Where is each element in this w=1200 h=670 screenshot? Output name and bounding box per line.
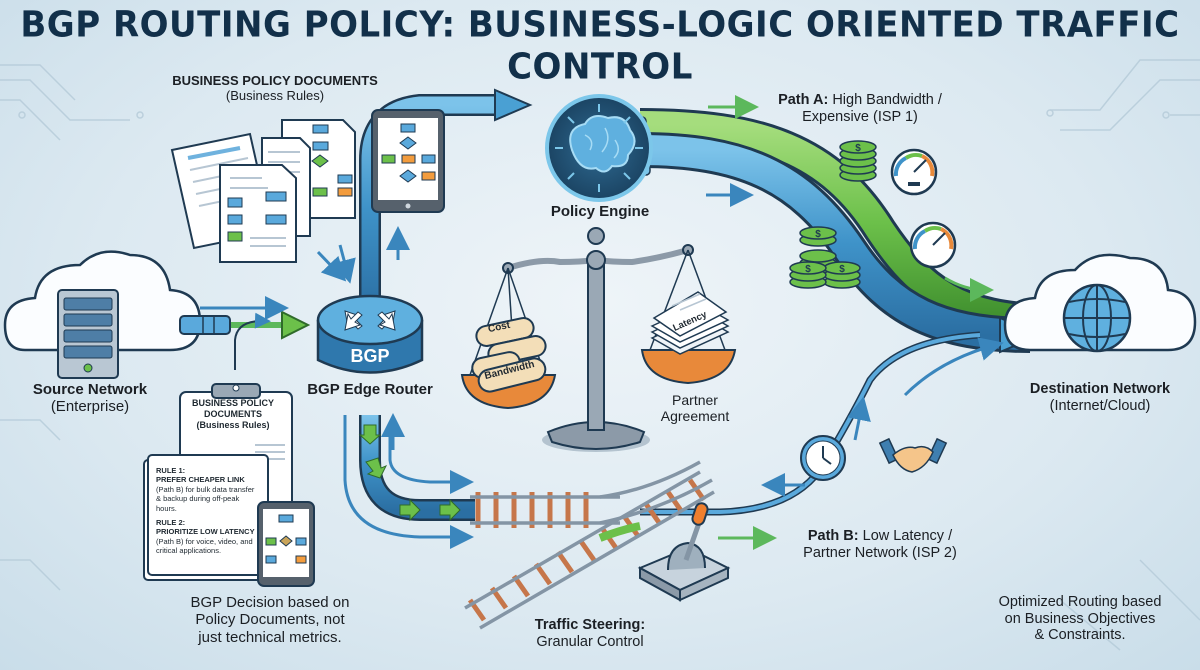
path-b-label: Path B: Low Latency / Partner Network (I… bbox=[770, 528, 990, 561]
path-a-title: Path A: bbox=[778, 92, 829, 108]
tablet-flowchart-icon bbox=[371, 109, 445, 213]
policy-engine-label: Policy Engine bbox=[550, 203, 650, 220]
arrow-return-lower bbox=[343, 415, 474, 549]
dollar-sign: $ bbox=[805, 264, 811, 275]
footer-left-line2: Policy Documents, not bbox=[195, 611, 345, 629]
bgp-badge: BGP bbox=[350, 346, 390, 366]
path-b-desc-line2: Partner Network (ISP 2) bbox=[803, 544, 957, 561]
policy-docs-caption: BUSINESS POLICY DOCUMENTS (Business Rule… bbox=[160, 73, 390, 104]
footer-left-line1: BGP Decision based on bbox=[190, 594, 350, 611]
footer-right-note: Optimized Routing based on Business Obje… bbox=[975, 594, 1185, 644]
footer-right-line1: Optimized Routing based bbox=[998, 594, 1162, 610]
path-a-desc-line2: Expensive (ISP 1) bbox=[802, 108, 918, 125]
footer-left-line3: just technical metrics. bbox=[198, 628, 342, 646]
rule-text: (Path B) for bulk data transfer & backup… bbox=[156, 484, 255, 513]
policy-docs-subheading: (Business Rules) bbox=[225, 87, 325, 103]
path-b-desc: Low Latency / bbox=[862, 528, 953, 544]
rule-item: RULE 2: PRIORITIZE LOW LATENCY (Path B) … bbox=[156, 518, 260, 556]
circuit-decoration-right bbox=[1046, 59, 1200, 651]
speedometer-icon bbox=[909, 221, 957, 269]
clipboard-heading-line3: (Business Rules) bbox=[196, 419, 270, 430]
footer-right-line2: on Business Objectives bbox=[1004, 610, 1156, 627]
path-b-title: Path B: bbox=[807, 528, 859, 544]
switch-lever-icon bbox=[637, 502, 731, 602]
rules-list: RULE 1: PREFER CHEAPER LINK (Path B) for… bbox=[156, 466, 260, 555]
dollar-sign: $ bbox=[839, 264, 845, 275]
path-a-label: Path A: High Bandwidth / Expensive (ISP … bbox=[750, 92, 970, 125]
circuit-decoration-left bbox=[0, 64, 144, 591]
clipboard-heading-line1: BUSINESS POLICY bbox=[191, 398, 274, 408]
source-network-label: Source Network (Enterprise) bbox=[0, 381, 180, 416]
arrow-to-engine bbox=[494, 88, 533, 122]
balance-scale-icon bbox=[460, 227, 737, 452]
policy-docs-heading: BUSINESS POLICY DOCUMENTS bbox=[172, 73, 378, 88]
traffic-steering-desc: Granular Control bbox=[536, 633, 644, 650]
clipboard-heading: BUSINESS POLICY DOCUMENTS (Business Rule… bbox=[178, 398, 288, 430]
partner-label-line2: Agreement bbox=[660, 408, 730, 425]
railway-switch bbox=[464, 460, 715, 630]
traffic-steering-title: Traffic Steering: bbox=[534, 617, 646, 633]
handshake-icon bbox=[878, 437, 948, 473]
destination-network-title: Destination Network bbox=[1029, 381, 1171, 397]
rule-emphasis: PRIORITIZE LOW LATENCY bbox=[156, 527, 255, 537]
source-network-title: Source Network bbox=[32, 381, 148, 398]
tablet-flowchart-icon bbox=[257, 501, 315, 587]
dollar-sign: $ bbox=[855, 143, 861, 154]
clipboard-heading-line2: DOCUMENTS bbox=[204, 408, 262, 419]
policy-documents-illustration bbox=[170, 119, 356, 263]
dollar-sign: $ bbox=[815, 229, 821, 240]
traffic-steering-label: Traffic Steering: Granular Control bbox=[500, 617, 680, 650]
source-network-sub: (Enterprise) bbox=[50, 398, 130, 416]
path-a-desc: High Bandwidth / bbox=[832, 92, 942, 108]
rule-text: (Path B) for voice, video, and critical … bbox=[156, 536, 253, 555]
arrow-path-b-rise bbox=[847, 396, 871, 441]
partner-label-line1: Partner bbox=[672, 392, 718, 408]
money-stack-icon bbox=[789, 140, 877, 289]
traffic-flow-arrows bbox=[358, 424, 461, 522]
router-label: BGP Edge Router bbox=[307, 381, 433, 398]
arrow-clipboard-to-router bbox=[234, 312, 271, 370]
footer-right-line3: & Constraints. bbox=[1034, 627, 1126, 644]
arrow-return-upper bbox=[388, 425, 474, 494]
rule-emphasis: PREFER CHEAPER LINK bbox=[156, 475, 245, 485]
clock-icon bbox=[800, 435, 846, 481]
network-cable-connector bbox=[179, 315, 231, 335]
rule-item: RULE 1: PREFER CHEAPER LINK (Path B) for… bbox=[156, 466, 260, 513]
server-icon bbox=[57, 289, 119, 379]
brain-icon bbox=[545, 94, 653, 202]
destination-network-sub: (Internet/Cloud) bbox=[1049, 397, 1151, 414]
bandwidth-scroll-icon bbox=[477, 357, 547, 393]
latency-papers-icon bbox=[650, 291, 730, 355]
footer-left-note: BGP Decision based on Policy Documents, … bbox=[170, 594, 370, 646]
speedometer-icon bbox=[890, 148, 938, 196]
rule-title: RULE 1: bbox=[156, 466, 186, 475]
partner-agreement-label: Partner Agreement bbox=[640, 392, 750, 424]
destination-network-label: Destination Network (Internet/Cloud) bbox=[1000, 381, 1200, 414]
bgp-router-icon bbox=[316, 294, 424, 374]
rule-title: RULE 2: bbox=[156, 517, 186, 527]
page-title: BGP ROUTING POLICY: BUSINESS-LOGIC ORIEN… bbox=[20, 4, 1180, 88]
arrow-path-b-up bbox=[903, 337, 1004, 397]
globe-icon bbox=[1062, 283, 1132, 353]
